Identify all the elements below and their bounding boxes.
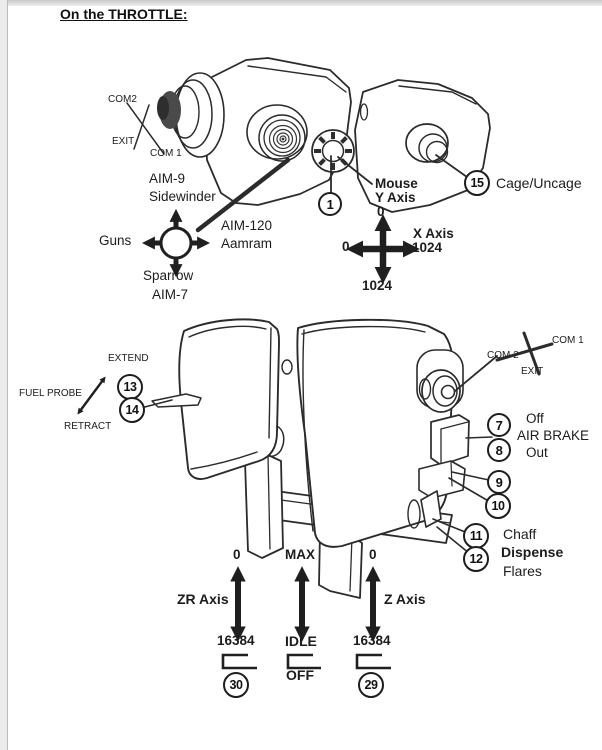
hat-up-label-1: AIM-9 [149,171,186,186]
hat-up-label-2: Sidewinder [149,189,216,204]
weapon-select-button [246,104,308,162]
callout-9-button: 9 [487,470,511,494]
z-axis-min-value: 0 [369,547,377,562]
z-axis-label: Z Axis [384,591,426,607]
hat-left-label: Guns [99,233,132,248]
fuel-probe-label: FUEL PROBE [19,388,82,399]
throttle-grip-art [126,57,491,233]
fuel-probe-extend-label: EXTEND [108,353,149,364]
page-left-margin [0,0,8,750]
page-title: On the THROTTLE: [60,6,188,22]
air-brake-off-label: Off [526,411,544,426]
callout-7-airbrake-off: 7 [487,413,511,437]
com-hat-cross-top [126,102,165,155]
fuel-probe-retract-label: RETRACT [64,421,112,432]
callout-12-flares: 12 [463,546,489,572]
callout-14-probe-retract: 14 [119,397,145,423]
callout-30-zr-detent: 30 [223,672,249,698]
mouse-axis-crosshair [346,214,420,284]
chaff-flare-switch [420,490,442,528]
detent-symbol-center [286,653,321,670]
com1-label-bottom: COM 1 [552,335,584,346]
callout-8-airbrake-out: 8 [487,438,511,462]
exit-label-top: EXIT [112,136,135,147]
air-brake-switch [430,414,470,466]
weapons-hat-symbol [141,208,211,278]
cage-uncage-knob [405,123,449,164]
weapon-select-pointer-line [195,157,291,233]
air-brake-label: AIR BRAKE [517,428,590,443]
detent-symbol-left [221,653,257,670]
callout-13-probe-extend: 13 [117,374,143,400]
mouse-label-1: Mouse [375,176,418,191]
zr-axis-min-value: 0 [233,547,241,562]
throttle-max-label: MAX [285,547,315,562]
mouse-x-min-value: 0 [342,239,350,254]
exit-label-bottom: EXIT [521,366,544,377]
mouse-label-2: Y Axis [375,190,416,205]
axis-arrows [230,566,381,642]
hat-down-label-1: Sparrow [143,268,194,283]
zr-axis-max-value: 16384 [217,633,255,648]
throttle-off-label: OFF [286,667,314,683]
base-switch-9-10 [418,460,466,499]
chaff-label: Chaff [503,526,537,542]
hat-down-label-2: AIM-7 [152,287,189,302]
callout-15-cage-uncage: 15 [464,170,490,196]
com1-label-top: COM 1 [150,148,182,159]
mouse-y-min-value: 0 [377,204,385,219]
com-hat-cross-bottom [495,331,554,376]
z-axis-max-value: 16384 [353,633,391,648]
hat-right-label-2: Aamram [221,236,273,251]
fuel-probe-arrow [77,376,106,415]
callout-10-button: 10 [485,493,511,519]
detent-symbols [221,653,391,670]
dispense-label: Dispense [501,544,564,560]
callout-1-mouse-button: 1 [318,192,342,216]
flares-label: Flares [503,563,542,579]
base-com-knob [416,349,464,413]
detent-symbol-right [355,653,391,670]
cage-uncage-label: Cage/Uncage [496,175,582,191]
fuel-probe-lever [151,393,202,408]
page-top-edge [0,0,602,6]
hat-right-label-1: AIM-120 [221,218,273,233]
air-brake-out-label: Out [526,445,548,460]
com2-label-top: COM2 [108,94,137,105]
mouse-x-axis-label: X Axis [413,226,454,241]
throttle-idle-label: IDLE [285,633,317,649]
throttle-base-art [132,318,554,599]
callout-29-z-detent: 29 [358,672,384,698]
mouse-y-max-value: 1024 [362,278,393,293]
com2-label-bottom: COM 2 [487,350,519,361]
zr-axis-label: ZR Axis [177,591,229,607]
mouse-x-max-value: 1024 [412,240,443,255]
